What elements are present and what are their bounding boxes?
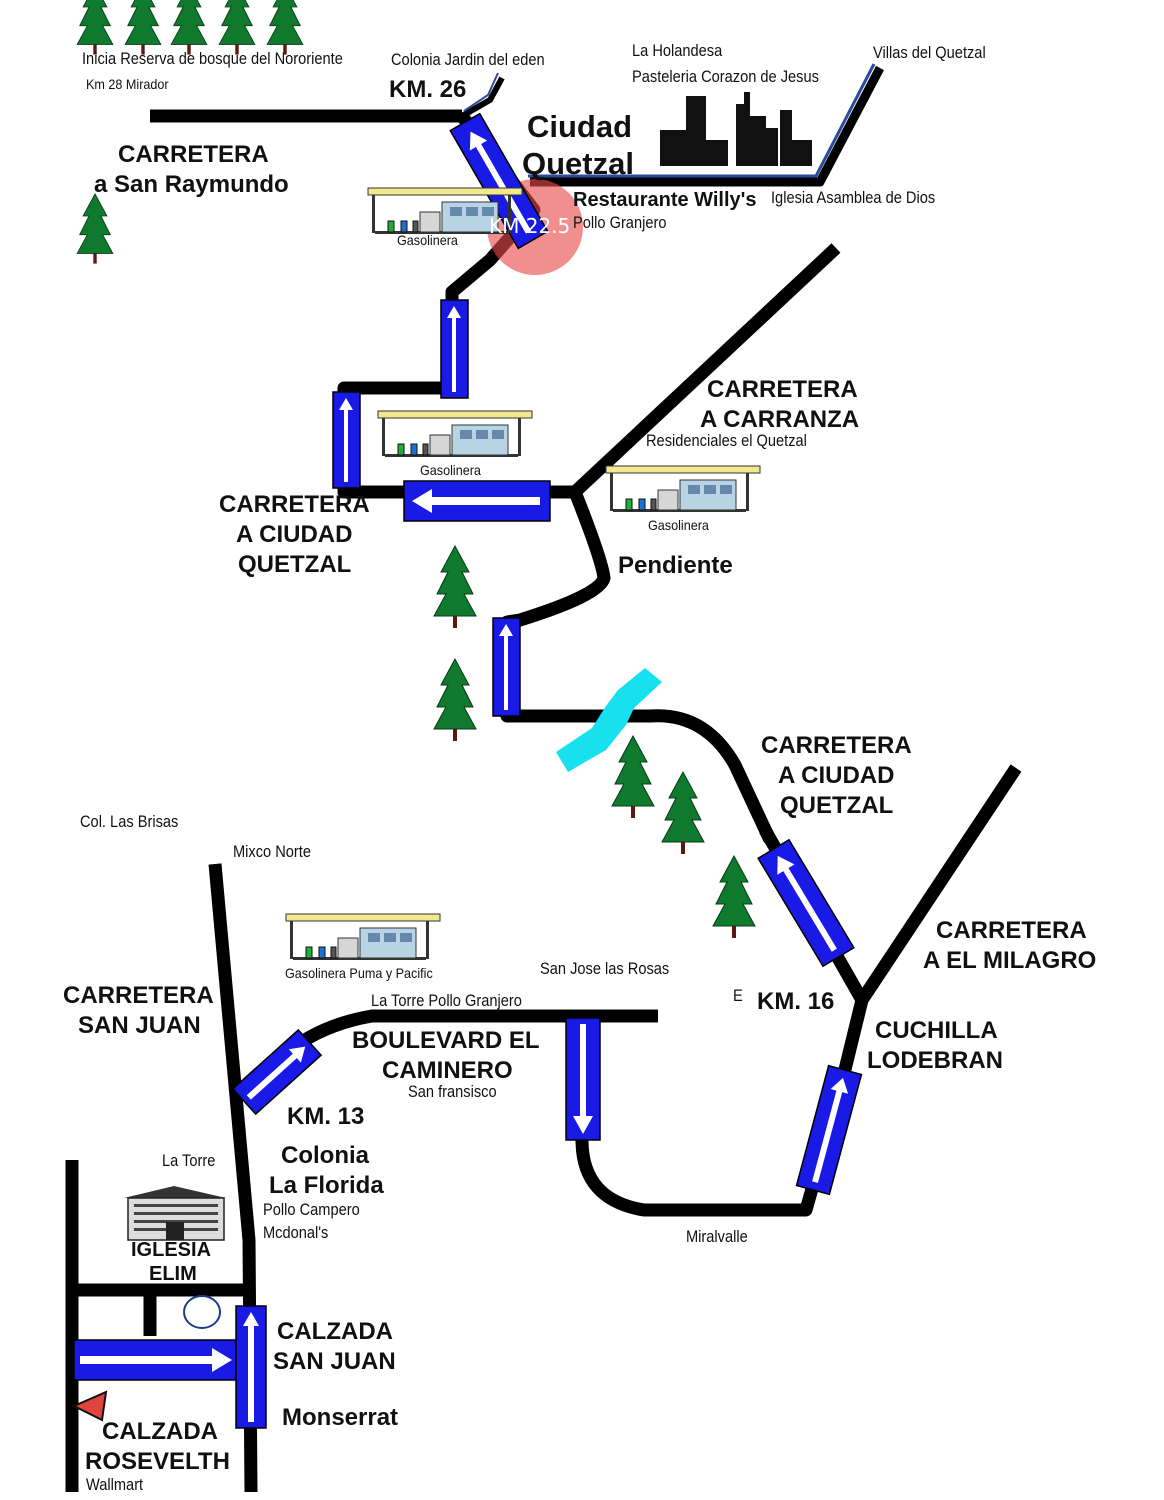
label-sanjuan-2: SAN JUAN — [78, 1012, 201, 1039]
label-carranza-1: CARRETERA — [707, 376, 858, 403]
label-miralvalle: Miralvalle — [686, 1227, 748, 1246]
label-pasteleria: Pasteleria Corazon de Jesus — [632, 67, 819, 86]
label-san-jose: San Jose las Rosas — [540, 959, 670, 978]
label-la-torre-pollo: La Torre Pollo Granjero — [371, 991, 522, 1010]
label-raymundo-1: CARRETERA — [118, 141, 269, 168]
label-mirador: Km 28 Mirador — [86, 76, 169, 92]
label-mcdonals: Mcdonal's — [263, 1223, 329, 1242]
label-roosevelt-2: ROSEVELTH — [85, 1448, 230, 1475]
label-calzada-sj-2: SAN JUAN — [273, 1348, 396, 1375]
label-wallmart: Wallmart — [86, 1475, 144, 1494]
label-boulevard-1: BOULEVARD EL — [352, 1027, 540, 1054]
label-cq2-3: QUETZAL — [780, 792, 894, 819]
gas-station-mid — [377, 410, 533, 458]
label-cuchilla-2: LODEBRAN — [867, 1047, 1003, 1074]
label-cq1-3: QUETZAL — [238, 551, 352, 578]
label-calzada-sj-1: CALZADA — [277, 1318, 393, 1345]
villas-road — [528, 63, 876, 178]
label-cq2-1: CARRETERA — [761, 732, 912, 759]
label-e-mark: E — [733, 986, 743, 1005]
gas-station-right — [605, 465, 761, 513]
label-roosevelt-1: CALZADA — [102, 1418, 218, 1445]
label-raymundo-2: a San Raymundo — [94, 171, 289, 198]
label-ciudad: Ciudad — [527, 109, 633, 144]
gas-station-puma — [285, 913, 441, 961]
label-carranza-2: A CARRANZA — [700, 406, 860, 433]
label-san-fransisco: San fransisco — [408, 1082, 497, 1101]
label-milagro-1: CARRETERA — [936, 917, 1087, 944]
label-campero: Pollo Campero — [263, 1200, 360, 1219]
label-iglesia-1: IGLESIA — [131, 1239, 212, 1261]
label-cq1-1: CARRETERA — [219, 491, 370, 518]
label-iglesia-2: ELIM — [149, 1263, 197, 1285]
label-km26: KM. 26 — [389, 76, 467, 103]
label-gasolinera-mid: Gasolinera — [420, 462, 481, 478]
label-gasolinera-top: Gasolinera — [397, 232, 458, 248]
label-cq1-2: A CIUDAD — [236, 521, 353, 548]
label-sanjuan-1: CARRETERA — [63, 982, 214, 1009]
label-reserva: Inicia Reserva de bosque del Nororiente — [82, 49, 343, 68]
jardin-road — [460, 76, 505, 119]
label-villas: Villas del Quetzal — [873, 43, 986, 62]
label-la-torre: La Torre — [162, 1151, 216, 1170]
label-holandesa: La Holandesa — [632, 41, 723, 60]
label-cuchilla-1: CUCHILLA — [875, 1017, 998, 1044]
church-building-icon — [124, 1186, 226, 1241]
roundabout-marker — [183, 1295, 221, 1329]
label-willys: Restaurante Willy's — [573, 189, 757, 211]
label-km13: KM. 13 — [287, 1103, 365, 1130]
label-km225: KM 22.5 — [489, 214, 571, 238]
river — [556, 668, 662, 772]
label-florida-1: Colonia — [281, 1142, 369, 1169]
label-gasolinera-puma: Gasolinera Puma y Pacific — [285, 965, 433, 981]
label-iglesia-asamblea: Iglesia Asamblea de Dios — [771, 188, 936, 207]
label-brisas: Col. Las Brisas — [80, 812, 179, 831]
label-quetzal: Quetzal — [522, 146, 634, 181]
location-pointer-icon — [71, 1390, 108, 1422]
label-km16: KM. 16 — [757, 988, 835, 1015]
label-gasolinera-right: Gasolinera — [648, 517, 709, 533]
label-monserrat: Monserrat — [282, 1404, 399, 1431]
label-pollo-granjero-top: Pollo Granjero — [573, 213, 667, 232]
label-jardin: Colonia Jardin del eden — [391, 50, 545, 69]
label-residenciales: Residenciales el Quetzal — [646, 431, 807, 450]
label-florida-2: La Florida — [269, 1172, 384, 1199]
label-milagro-2: A EL MILAGRO — [923, 947, 1097, 974]
label-mixco: Mixco Norte — [233, 842, 311, 861]
label-pendiente: Pendiente — [618, 552, 733, 579]
label-boulevard-2: CAMINERO — [382, 1057, 513, 1084]
label-cq2-2: A CIUDAD — [778, 762, 895, 789]
city-skyline-icon — [660, 92, 812, 166]
